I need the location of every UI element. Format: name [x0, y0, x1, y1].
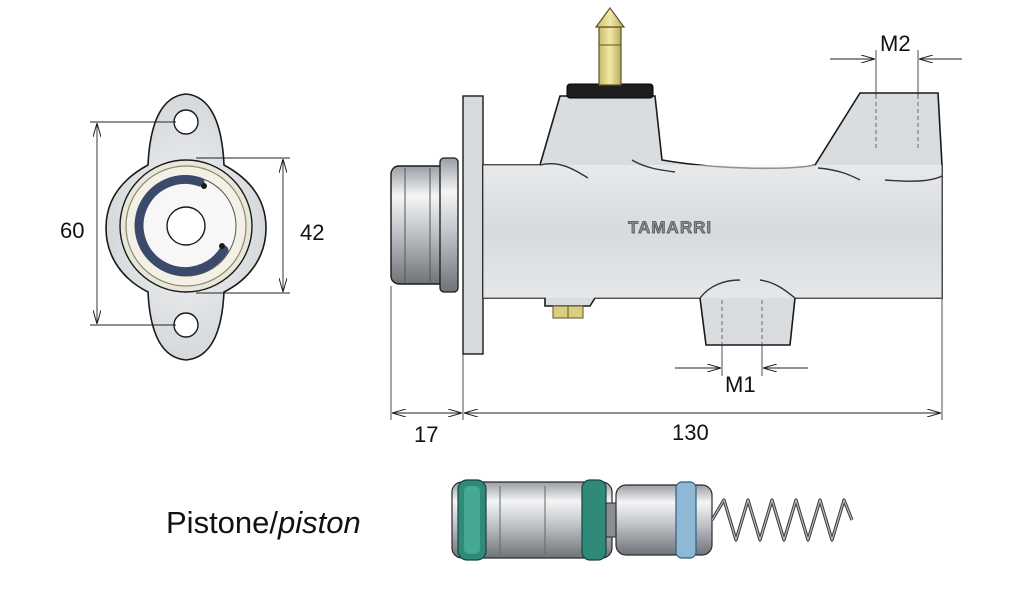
- port-m2-label: M2: [880, 31, 911, 56]
- dimension-m2: M2: [830, 31, 962, 95]
- dimension-130-label: 130: [672, 420, 709, 445]
- brand-label: TAMARRI: [628, 218, 712, 237]
- reservoir-connector: [598, 26, 622, 86]
- piston-seal-rear: [581, 479, 607, 561]
- mounting-flange: [462, 95, 484, 355]
- caption-italic: piston: [278, 505, 361, 540]
- secondary-piston: [615, 484, 713, 556]
- piston-assembly: [451, 479, 854, 561]
- master-cylinder-side-view: TAMARRI: [390, 6, 943, 355]
- dimension-42-label: 42: [300, 220, 324, 245]
- reservoir-seal: [566, 83, 654, 99]
- bottom-bolt-hole: [173, 312, 199, 338]
- dimension-60-label: 60: [60, 218, 84, 243]
- dimension-17-label: 17: [414, 422, 438, 447]
- caption-main: Pistone/: [166, 505, 279, 540]
- port-m1-label: M1: [725, 372, 756, 397]
- dimension-m1: M1: [675, 345, 808, 397]
- dimension-42: 42: [196, 157, 324, 294]
- bore: [166, 206, 206, 246]
- piston-caption: Pistone/piston: [166, 505, 361, 541]
- top-bolt-hole: [173, 109, 199, 135]
- snap-ring: [134, 175, 229, 276]
- dimension-length: 17 130: [390, 286, 943, 447]
- dimension-60: 60: [56, 121, 176, 326]
- flange-front-view: [105, 93, 267, 361]
- secondary-seal: [675, 481, 697, 559]
